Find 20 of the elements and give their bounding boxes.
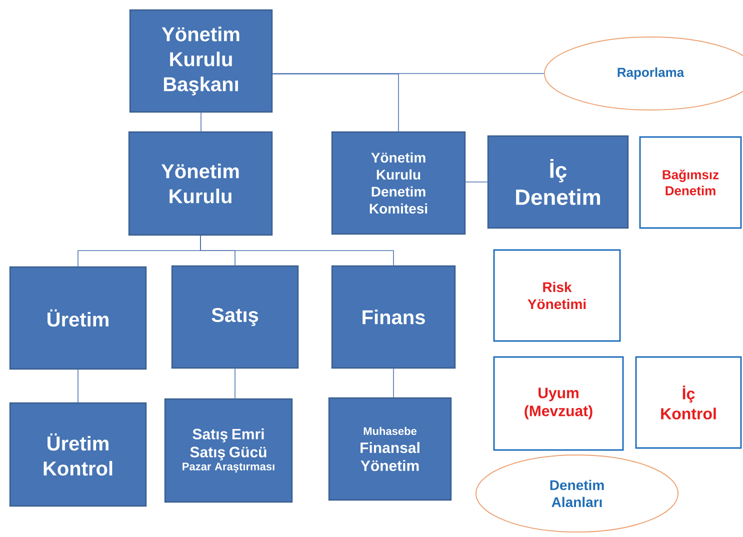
connector-line xyxy=(272,74,399,132)
audit-area-box: Uyum (Mevzuat) xyxy=(493,356,624,451)
org-box: Satış xyxy=(171,265,299,369)
audit-area-box: Risk Yönetimi xyxy=(493,249,621,342)
connector-line xyxy=(272,73,544,74)
org-box: Satış Emri Satış Gücü Pazar Araştırması xyxy=(164,398,293,503)
org-box: Finans xyxy=(331,265,456,369)
audit-area-box: İç Kontrol xyxy=(635,356,742,449)
connector-line xyxy=(393,368,394,398)
org-box: Yönetim Kurulu Denetim Komitesi xyxy=(331,131,466,235)
org-box: İç Denetim xyxy=(487,135,629,229)
org-box: Yönetim Kurulu Başkanı xyxy=(129,9,273,113)
audit-area-box: Bağımsız Denetim xyxy=(639,136,742,229)
org-box: Muhasebe Finansal Yönetim xyxy=(328,397,452,501)
connector-line xyxy=(200,235,394,266)
org-box: Yönetim Kurulu xyxy=(128,131,273,236)
org-box: Üretim xyxy=(9,266,147,370)
connector-line xyxy=(234,368,236,399)
org-box: Üretim Kontrol xyxy=(9,402,147,507)
connector-line xyxy=(200,112,202,132)
